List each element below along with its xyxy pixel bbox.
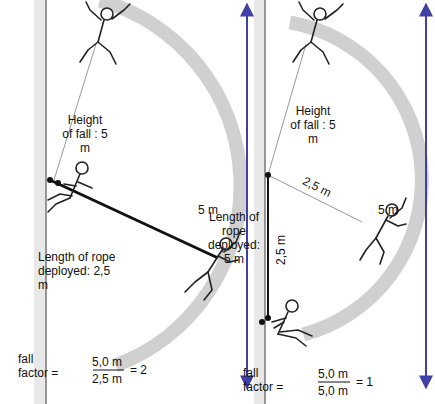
belay-point [47, 177, 53, 183]
rock-wall-edge [264, 0, 266, 404]
fraction-numerator: 5,0 m [318, 367, 348, 381]
formula-result: = 1 [356, 375, 373, 389]
rock-wall [34, 0, 46, 404]
belayer-figure [272, 300, 312, 346]
fraction-denominator: 5,0 m [318, 384, 348, 398]
fraction-bar [93, 370, 124, 371]
height-arrow [246, 4, 248, 388]
dimension-label: 2,5 m [300, 174, 333, 200]
fraction-numerator: 5,0 m [92, 355, 122, 369]
belay-point [259, 319, 265, 325]
dimension-label: 5 m [378, 203, 398, 217]
formula-label: fall factor = [243, 366, 288, 394]
rope [268, 175, 362, 222]
rock-wall-edge [45, 0, 47, 404]
belayer-figure [48, 162, 92, 212]
rope-length-label: Length of rope deployed: 2,5 m [38, 250, 120, 292]
belay-device [55, 180, 61, 186]
formula-label: fall factor = [18, 352, 63, 380]
height-arrow [425, 4, 427, 388]
rope-length-label: Length of rope deployed: 5 m [206, 210, 262, 266]
fraction-bar [318, 382, 350, 383]
swing-arc [290, 22, 422, 334]
rope [50, 180, 218, 258]
rope [267, 175, 269, 318]
climber-figure [80, 2, 130, 64]
formula-result: = 2 [130, 363, 147, 377]
fall-height-label: Height of fall : 5 m [62, 113, 108, 155]
swing-arc [100, 1, 241, 366]
fraction-denominator: 2,5 m [92, 372, 122, 386]
dimension-label: 2,5 m [274, 235, 288, 265]
rope [54, 44, 96, 180]
belay-device [265, 315, 271, 321]
anchor-point [265, 172, 271, 178]
fall-height-label: Height of fall : 5 m [290, 104, 336, 146]
climber-figure [293, 2, 343, 64]
falling-climber-figure [360, 198, 406, 264]
rock-wall [254, 0, 265, 404]
